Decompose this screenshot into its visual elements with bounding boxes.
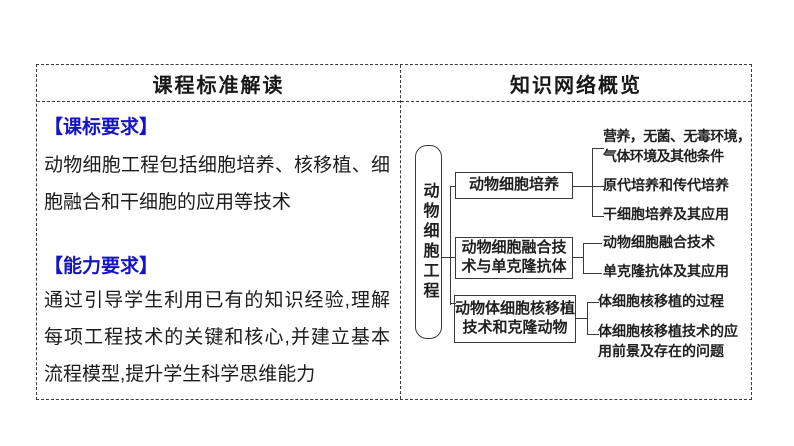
- diagram-leaf-monoclonal-antibody: 单克隆抗体及其应用: [603, 265, 729, 280]
- connector-line: [573, 257, 584, 258]
- standard-requirements-heading: 【课标要求】: [44, 117, 159, 138]
- connector-line: [441, 257, 456, 258]
- connector-line: [573, 186, 604, 187]
- knowledge-network-diagram: 动物细胞工程 动物细胞培养 动物细: [401, 102, 751, 399]
- diagram-branch-cell-culture: 动物细胞培养: [455, 172, 573, 199]
- connector-line: [583, 273, 602, 274]
- connector-line: [450, 186, 451, 305]
- connector-line: [587, 302, 588, 335]
- diagram-leaf-fusion-technique: 动物细胞融合技术: [603, 236, 715, 251]
- connector-line: [450, 303, 456, 304]
- diagram-leaf-nuclear-transfer-prospects: 体细胞核移植技术的应 用前景及存在的问题: [598, 325, 738, 360]
- diagram-leaf-nuclear-transfer-process: 体细胞核移植的过程: [598, 295, 724, 310]
- diagram-branch-nuclear-transfer: 动物体细胞核移植 技术和克隆动物: [454, 295, 576, 343]
- diagram-branch-cell-fusion: 动物细胞融合技 术与单克隆抗体: [455, 237, 573, 279]
- diagram-leaf-culture-conditions: 营养，无菌、无毒环境， 气体环境及其他条件: [603, 130, 751, 165]
- panel-table: 课程标准解读 【课标要求】 动物细胞工程包括细胞培养、核移植、细胞融合和干细胞的…: [36, 64, 752, 400]
- ability-requirements-heading: 【能力要求】: [44, 256, 159, 277]
- connector-line: [587, 302, 599, 303]
- connector-line: [587, 334, 599, 335]
- standard-requirements-text: 动物细胞工程包括细胞培养、核移植、细胞融合和干细胞的应用等技术: [44, 155, 390, 213]
- connector-line: [583, 243, 584, 274]
- connector-line: [450, 186, 456, 187]
- left-panel-body: 【课标要求】 动物细胞工程包括细胞培养、核移植、细胞融合和干细胞的应用等技术 【…: [37, 102, 400, 393]
- connector-line: [583, 243, 602, 244]
- diagram-leaf-primary-passage-culture: 原代培养和传代培养: [603, 179, 729, 194]
- right-panel-header: 知识网络概览: [401, 65, 751, 102]
- connector-line: [592, 148, 604, 149]
- left-panel: 课程标准解读 【课标要求】 动物细胞工程包括细胞培养、核移植、细胞融合和干细胞的…: [37, 65, 401, 399]
- diagram-leaf-stem-cell-culture: 干细胞培养及其应用: [603, 208, 729, 223]
- connector-line: [592, 216, 604, 217]
- diagram-root-node: 动物细胞工程: [415, 145, 442, 339]
- right-panel: 知识网络概览 动物细胞工程: [401, 65, 751, 399]
- ability-requirements-text: 通过引导学生利用已有的知识经验,理解每项工程技术的关键和核心,并建立基本流程模型…: [44, 290, 390, 385]
- connector-line: [592, 148, 593, 217]
- left-panel-header: 课程标准解读: [37, 65, 400, 102]
- connector-line: [576, 318, 588, 319]
